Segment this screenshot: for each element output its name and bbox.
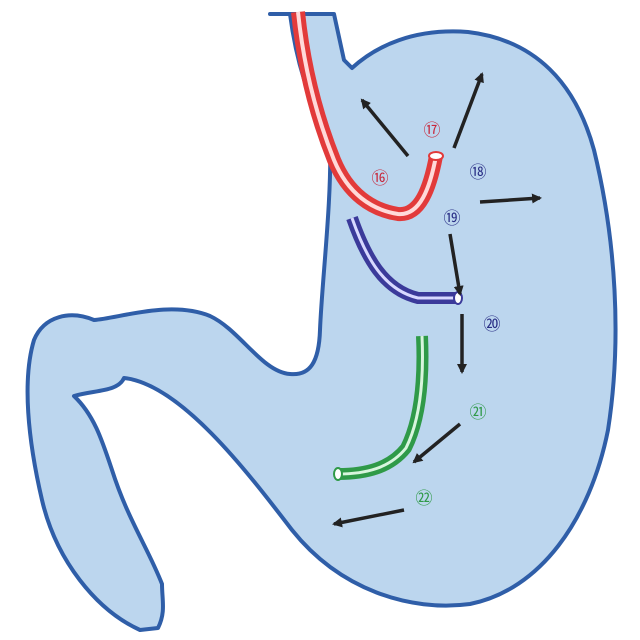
blue-endoscope-highlight <box>350 217 458 300</box>
arrow-up-right-icon <box>452 72 484 149</box>
arrow-up-left-icon <box>360 98 410 158</box>
label-17: ⑰ <box>424 121 441 141</box>
label-18: ⑱ <box>470 163 487 183</box>
green-endoscope-tip <box>333 467 343 481</box>
label-19: ⑲ <box>444 209 461 229</box>
arrow-down-icon-19 <box>448 233 464 296</box>
label-22: ㉒ <box>416 489 433 509</box>
label-16: ⑯ <box>372 169 389 189</box>
red-endoscope-tip <box>428 151 444 161</box>
label-21: ㉑ <box>470 403 487 423</box>
stomach-outline <box>25 12 618 632</box>
red-endoscope-highlight <box>296 11 438 217</box>
arrow-left-icon <box>332 508 405 528</box>
arrow-down-left-icon <box>412 422 462 464</box>
label-20: ⑳ <box>484 315 501 335</box>
arrow-right-icon <box>479 193 542 204</box>
green-endoscope-highlight <box>337 335 424 476</box>
